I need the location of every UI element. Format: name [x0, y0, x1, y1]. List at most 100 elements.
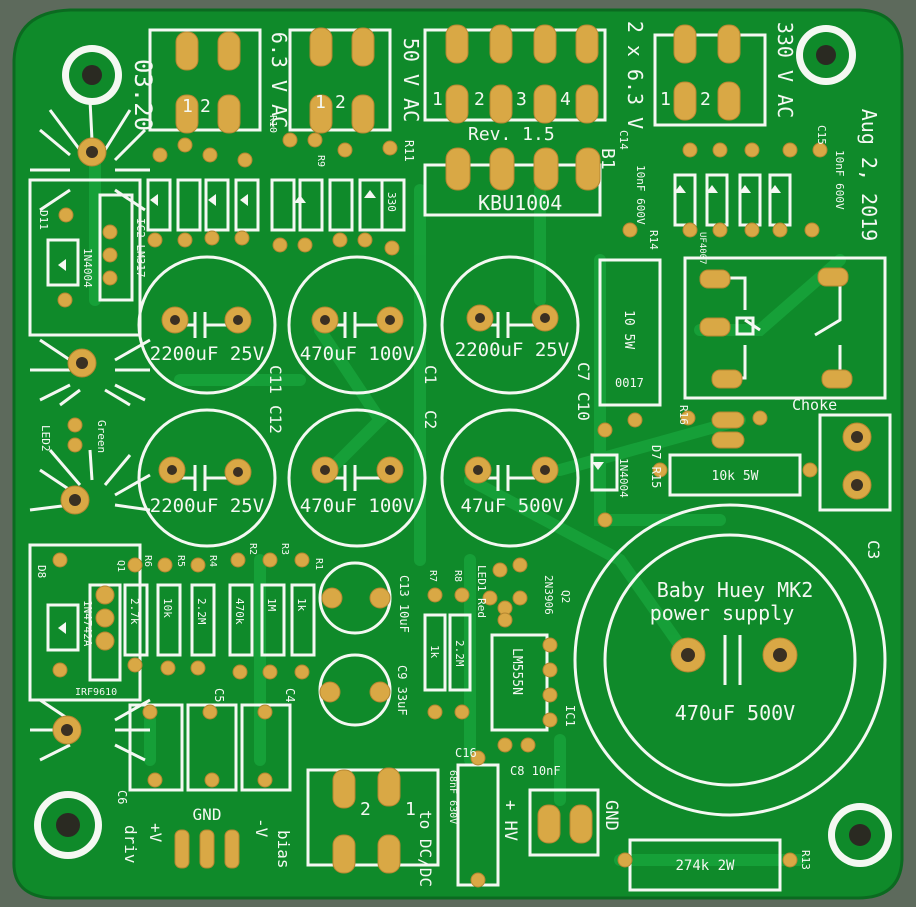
label-res-row-value: 1M [265, 598, 278, 612]
mounting-hole-top-left [62, 45, 122, 105]
cap-outline-c1 [287, 255, 427, 395]
silkscreen-text: 03.20 6.3 V AC 50 V AC 2 x 6.3 V 330 V A… [35, 21, 883, 887]
label-gnd-right: GND [601, 800, 621, 831]
cap-value-c7: 2200uF 25V [455, 339, 569, 361]
ac-label-6v3: 6.3 V AC [267, 32, 291, 128]
diode-symbols [58, 185, 781, 634]
cap-outline-c3-inner [603, 533, 857, 787]
cap-ref-c2: C2 [421, 410, 440, 429]
label-led2-color: Green [95, 420, 108, 453]
cap-outline-c2 [287, 408, 427, 548]
label-res-r7-value: 1k [428, 645, 441, 659]
label-res-row-ref: R4 [207, 555, 218, 567]
label-res-row-value: 2.2M [195, 598, 208, 625]
capacitor-outlines [137, 255, 887, 817]
mounting-hole-bottom-left [34, 791, 102, 859]
label-res-row-value: 1k [295, 598, 308, 612]
board-date: Aug 2, 2019 [857, 109, 881, 241]
label-cap-c9: C9 33uF [395, 665, 409, 716]
pad-holes [61, 146, 863, 736]
label-dcdc: to DC/DC [416, 810, 435, 887]
ac-label-50v: 50 V AC [399, 38, 423, 122]
label-cap-c14-value: 10nF 600V [634, 165, 647, 225]
label-res-row-ref: R6 [142, 555, 153, 567]
label-res-row-value: 2.7k [128, 598, 141, 625]
cap-outline-c11 [137, 255, 277, 395]
connector-number: 4 [560, 89, 571, 110]
label-vplus: +V [146, 823, 165, 843]
connector-number: 2 [200, 96, 211, 117]
connector-number: 2 [360, 799, 371, 820]
label-cap-c13: C13 10uF [397, 575, 411, 633]
label-cap-c15: C15 [815, 125, 828, 145]
cap-ref-c7: C7 [574, 362, 593, 381]
label-res-r7: R7 [427, 570, 438, 582]
label-res-r13: R13 [799, 850, 812, 870]
label-gnd-bottom: GND [193, 805, 222, 824]
label-res-row-ref: R1 [313, 558, 324, 570]
label-res-row-ref: R3 [279, 543, 290, 555]
relay-symbol [715, 276, 842, 380]
solder-pads [52, 24, 872, 888]
label-d11-part: 1N4004 [81, 248, 94, 288]
label-d7-part: 1N4004 [617, 458, 630, 498]
label-d8-part: 1N4742A [81, 600, 94, 647]
label-res-r13-value: 274k 2W [675, 858, 735, 874]
corner-label: 03.20 [129, 59, 157, 131]
cap-ref-c11: C11 [266, 365, 285, 394]
label-q2: Q2 [559, 590, 572, 603]
connector-number: 2 [700, 89, 711, 110]
cap-value-c10: 47uF 500V [461, 495, 564, 517]
label-cap-c16: C16 [455, 746, 477, 760]
connector-number: 2 [474, 89, 485, 110]
label-bus-r: 330 [385, 192, 398, 212]
label-diode-uf: UF4007 [697, 232, 707, 265]
label-res-r14: R14 [647, 230, 660, 250]
connector-number: 1 [405, 799, 416, 820]
connector-number: 1 [182, 96, 193, 117]
silkscreen-boxes [46, 28, 892, 892]
label-res-r15: D7 R15 [649, 445, 663, 488]
label-res-r8: R8 [452, 570, 463, 582]
label-bias: bias [274, 830, 293, 869]
label-res-row-ref: R5 [175, 555, 186, 567]
label-res-r14-value: 10 5W [621, 310, 636, 349]
label-led2: LED2 [39, 425, 52, 452]
label-cap-c5: C5 [212, 688, 226, 702]
label-q1: Q1 [115, 560, 126, 572]
cap-value-c1: 470uF 100V [300, 343, 414, 365]
label-ic1: LM555N [509, 648, 524, 695]
cap-outline-c3-outer [573, 503, 887, 817]
cap-outline-c7 [440, 255, 580, 395]
label-cap-c14: C14 [617, 130, 630, 150]
label-res-row-value: 470k [233, 598, 246, 625]
cap-ref-c10: C10 [574, 392, 593, 421]
label-cap-c15-value: 10nF 600V [833, 150, 846, 210]
ac-label-2x6v3: 2 x 6.3 V [623, 21, 647, 129]
board-title-line2: power supply [650, 601, 795, 625]
label-cap-c8: C8 10nF [510, 764, 561, 778]
label-q2-part: 2N3906 [542, 575, 555, 615]
bridge-ref: B1 [597, 148, 618, 170]
mounting-holes [34, 25, 892, 867]
ac-label-330v: 330 V AC [773, 22, 797, 118]
board-title-line1: Baby Huey MK2 [657, 578, 814, 602]
label-driv: driv [121, 825, 140, 864]
cap-value-c3: 470uF 500V [675, 701, 795, 725]
connector-number: 1 [660, 89, 671, 110]
cap-ref-c1: C1 [421, 365, 440, 384]
label-res-r16: R16 [677, 405, 690, 425]
connector-number: 1 [432, 89, 443, 110]
label-cap-c16-value: 68nF 630V [447, 770, 458, 824]
capacitor-symbols [180, 312, 742, 685]
mounting-hole-top-right [796, 25, 856, 85]
cap-value-c2: 470uF 100V [300, 495, 414, 517]
cap-value-c11: 2200uF 25V [150, 343, 264, 365]
cap-value-c12: 2200uF 25V [150, 495, 264, 517]
label-cap-c6: C6 [115, 790, 129, 804]
mounting-hole-bottom-right [828, 803, 892, 867]
connector-number: 1 [315, 92, 326, 113]
label-d8: D8 [35, 565, 48, 578]
